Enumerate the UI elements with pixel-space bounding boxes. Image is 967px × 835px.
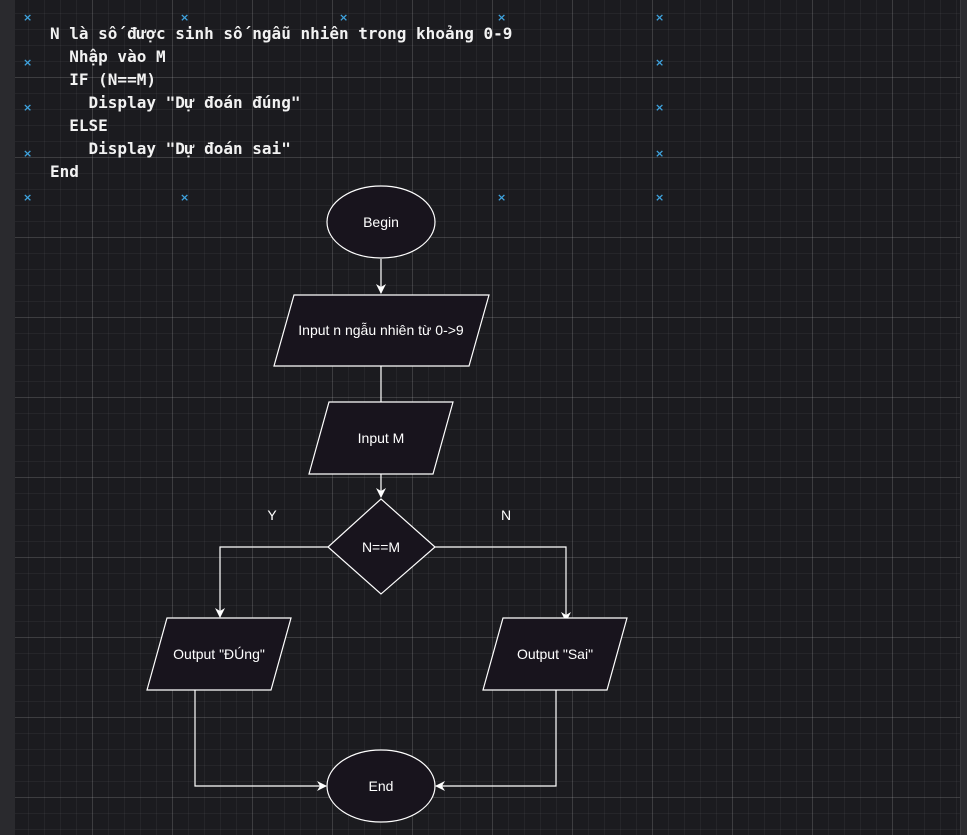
resize-handle-icon[interactable]: × (655, 56, 665, 69)
yes-branch-label: Y (267, 507, 277, 523)
resize-handle-icon[interactable]: × (180, 11, 190, 24)
end-label: End (369, 778, 394, 794)
resize-handle-icon[interactable]: × (23, 191, 33, 204)
resize-handle-icon[interactable]: × (23, 56, 33, 69)
input-m-node[interactable]: Input M (308, 401, 454, 475)
resize-handle-icon[interactable]: × (23, 101, 33, 114)
resize-handle-icon[interactable]: × (655, 191, 665, 204)
end-node[interactable]: End (326, 749, 436, 823)
resize-handle-icon[interactable]: × (180, 191, 190, 204)
resize-handle-icon[interactable]: × (497, 191, 507, 204)
resize-handle-icon[interactable]: × (497, 11, 507, 24)
pseudocode-line: Display "Dự đoán sai" (50, 139, 291, 158)
output-no-node[interactable]: Output "Sai" (482, 617, 628, 691)
diagram-canvas[interactable] (15, 0, 967, 835)
no-branch-label: N (501, 507, 511, 523)
edge-yes-branch[interactable] (215, 546, 328, 618)
resize-handle-icon[interactable]: × (655, 11, 665, 24)
input-n-label: Input n ngẫu nhiên từ 0->9 (298, 322, 464, 338)
pseudocode-line: ELSE (50, 116, 108, 135)
input-n-node[interactable]: Input n ngẫu nhiên từ 0->9 (273, 294, 490, 367)
output-no-label: Output "Sai" (517, 646, 593, 662)
resize-handle-icon[interactable]: × (23, 147, 33, 160)
edge-no-branch[interactable] (435, 546, 571, 622)
input-m-label: Input M (358, 430, 405, 446)
edge-output-no-to-end[interactable] (435, 690, 557, 791)
pseudocode-line: N là số được sinh số ngẫu nhiên trong kh… (50, 24, 513, 43)
scrollbar[interactable] (960, 0, 967, 835)
pseudocode-line: Display "Dự đoán đúng" (50, 93, 301, 112)
decision-label: N==M (362, 539, 400, 555)
edge-output-yes-to-end[interactable] (194, 690, 327, 791)
resize-handle-icon[interactable]: × (655, 101, 665, 114)
output-yes-label: Output "ĐÚng" (173, 646, 265, 662)
resize-handle-icon[interactable]: × (655, 147, 665, 160)
decision-node[interactable]: N==M (327, 498, 436, 595)
pseudocode-line: Nhập vào M (50, 47, 166, 66)
begin-node[interactable]: Begin (326, 185, 436, 259)
pseudocode-line: IF (N==M) (50, 70, 156, 89)
resize-handle-icon[interactable]: × (23, 11, 33, 24)
output-yes-node[interactable]: Output "ĐÚng" (146, 617, 292, 691)
begin-label: Begin (363, 214, 399, 230)
resize-handle-icon[interactable]: × (339, 11, 349, 24)
pseudocode-line: End (50, 162, 79, 181)
